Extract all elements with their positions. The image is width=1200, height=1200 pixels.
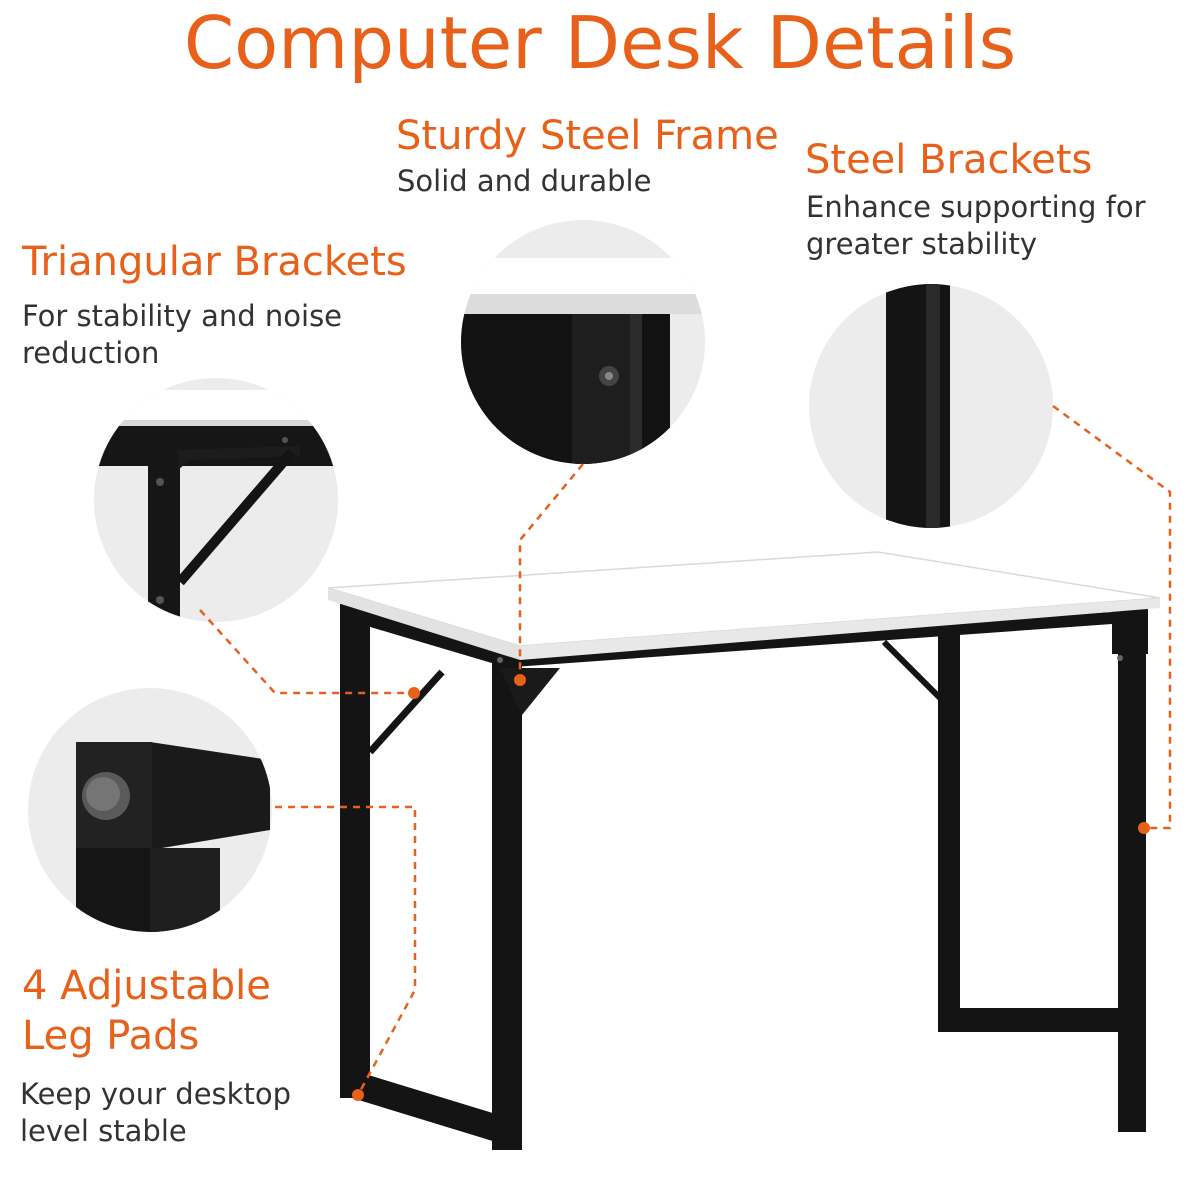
- page-title: Computer Desk Details: [183, 1, 1017, 85]
- steel-bracket-detail-circle: [809, 284, 1053, 528]
- triangular-brackets-heading: Triangular Brackets: [22, 239, 407, 285]
- leg-pads-heading-line2: Leg Pads: [22, 1013, 200, 1059]
- triangular-bracket-detail-circle: [94, 378, 338, 622]
- frame-description: Solid and durable: [397, 164, 652, 198]
- steel-brackets-description-line1: Enhance supporting for: [806, 190, 1146, 224]
- leg-pads-heading-line1: 4 Adjustable: [22, 963, 271, 1009]
- steel-brackets-description-line2: greater stability: [806, 227, 1038, 261]
- leg-pads-description-line2: level stable: [20, 1114, 187, 1148]
- triangular-brackets-description-line2: reduction: [22, 336, 160, 370]
- frame-heading: Sturdy Steel Frame: [396, 113, 779, 159]
- leg-pad-detail-circle: [28, 688, 272, 932]
- leg-pads-description-line1: Keep your desktop: [20, 1077, 291, 1111]
- desk: [327, 551, 1161, 1150]
- callout-lines: [199, 404, 1172, 1096]
- triangular-brackets-description-line1: For stability and noise: [22, 299, 343, 333]
- callout-dots: [352, 674, 1150, 1101]
- steel-brackets-heading: Steel Brackets: [805, 137, 1093, 183]
- frame-detail-circle: [461, 220, 705, 464]
